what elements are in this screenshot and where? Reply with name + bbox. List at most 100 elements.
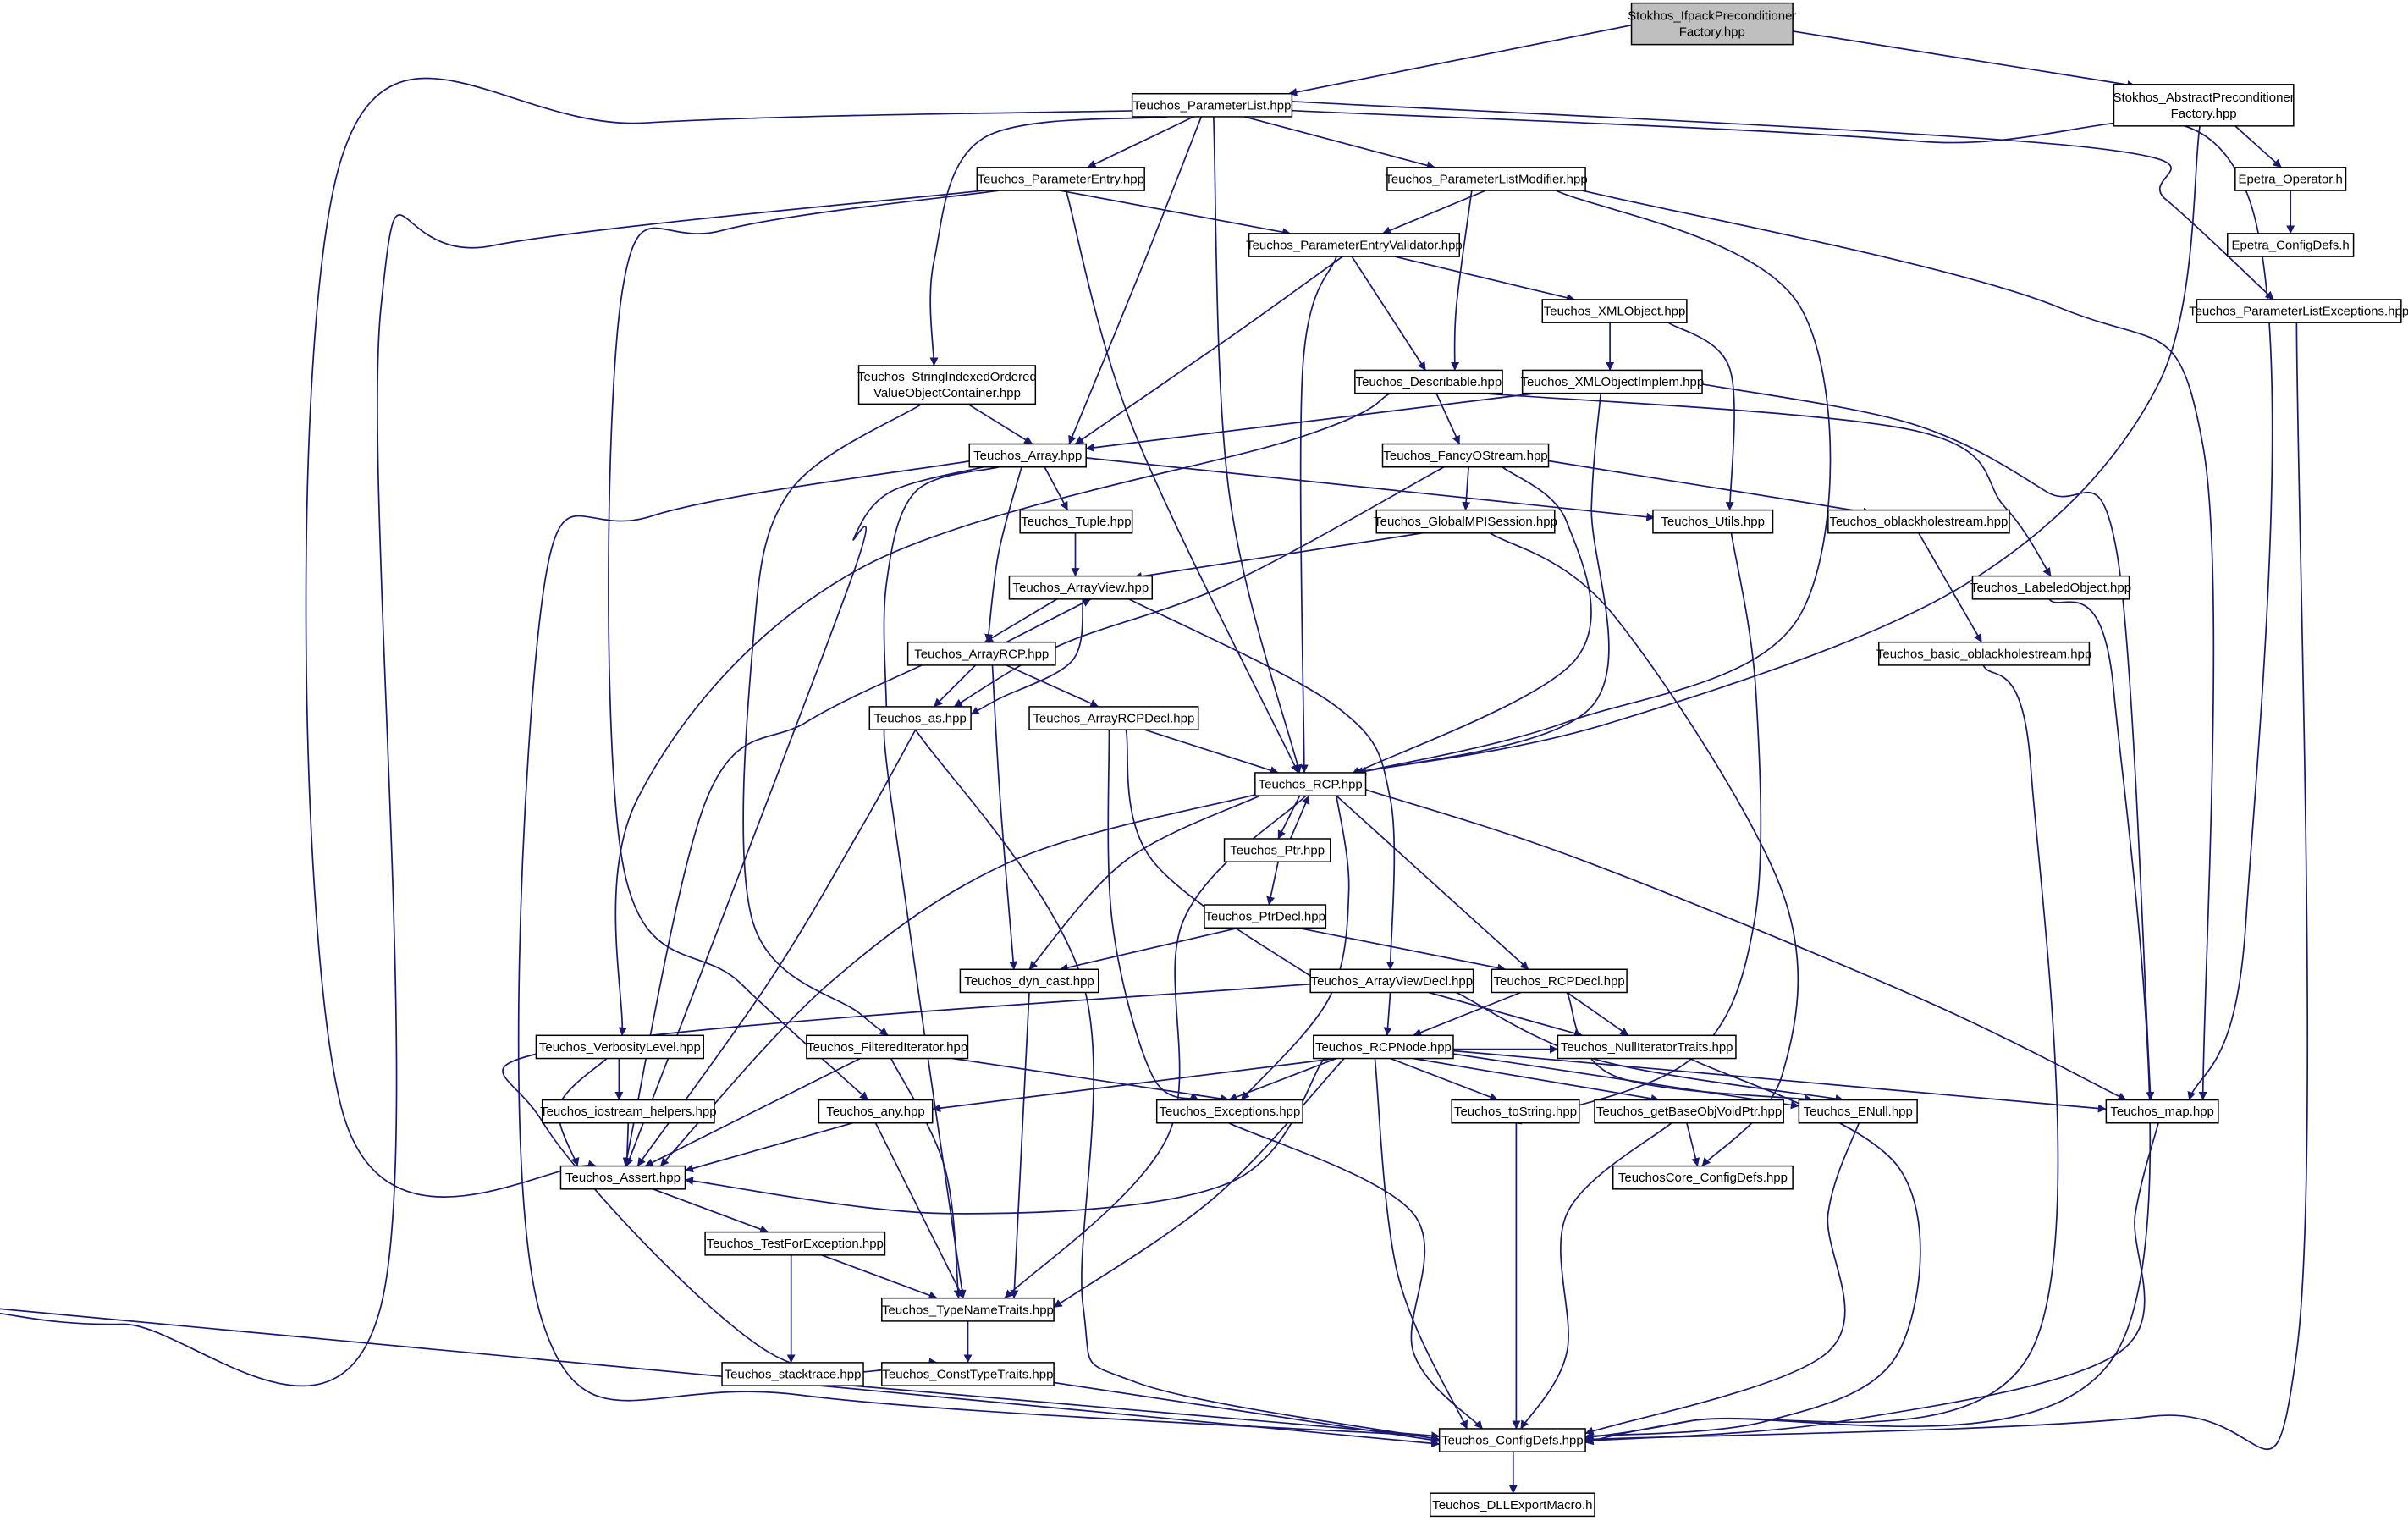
node-plmod[interactable]: Teuchos_ParameterListModifier.hpp (1385, 167, 1588, 191)
node-ctt[interactable]: Teuchos_ConstTypeTraits.hpp (881, 1362, 1055, 1386)
node-xmlimpl[interactable]: Teuchos_XMLObjectImplem.hpp (1520, 369, 1704, 394)
node-utils[interactable]: Teuchos_Utils.hpp (1652, 509, 1774, 534)
node-tnt[interactable]: Teuchos_TypeNameTraits.hpp (881, 1297, 1055, 1322)
node-plist[interactable]: Teuchos_ParameterList.hpp (1131, 92, 1293, 118)
node-arrrcp[interactable]: Teuchos_ArrayRCP.hpp (906, 641, 1056, 666)
node-pev[interactable]: Teuchos_ParameterEntryValidator.hpp (1246, 233, 1463, 257)
node-plexc[interactable]: Teuchos_ParameterListExceptions.hpp (2189, 299, 2408, 323)
node-arrview[interactable]: Teuchos_ArrayView.hpp (1008, 575, 1153, 600)
node-describ[interactable]: Teuchos_Describable.hpp (1354, 369, 1503, 394)
edge-arrrcp-to-assert (622, 664, 923, 1167)
node-ptr[interactable]: Teuchos_Ptr.hpp (1223, 838, 1331, 862)
edge-map-to-cfg (1584, 1122, 2159, 1445)
node-sivovc-label: Teuchos_StringIndexedOrdered (857, 370, 1037, 384)
node-epcfg-label: Epetra_ConfigDefs.h (2232, 238, 2350, 252)
node-map-label: Teuchos_map.hpp (2110, 1105, 2214, 1119)
node-tostr[interactable]: Teuchos_toString.hpp (1451, 1099, 1580, 1124)
node-rcpnode[interactable]: Teuchos_RCPNode.hpp (1313, 1034, 1454, 1060)
edge-arrview-to-avdecl (1128, 598, 1396, 970)
node-ptr-box (1223, 838, 1331, 862)
node-gbovp-label: Teuchos_getBaseObjVoidPtr.hpp (1596, 1105, 1782, 1119)
node-tuple-label: Teuchos_Tuple.hpp (1021, 515, 1131, 529)
edge-ctt-to-cfg (1053, 1381, 1441, 1445)
node-exc[interactable]: Teuchos_Exceptions.hpp (1155, 1099, 1303, 1124)
node-utils-label: Teuchos_Utils.hpp (1661, 515, 1765, 529)
node-rcpdecl[interactable]: Teuchos_RCPDecl.hpp (1491, 968, 1628, 994)
node-rcpdecl-box (1491, 968, 1628, 994)
node-epcfg[interactable]: Epetra_ConfigDefs.h (2227, 233, 2355, 257)
node-sivovc[interactable]: Teuchos_StringIndexedOrderedValueObjectC… (857, 365, 1037, 405)
node-rcpnode-box (1313, 1034, 1454, 1060)
node-tfe[interactable]: Teuchos_TestForException.hpp (704, 1231, 886, 1256)
node-labeled[interactable]: Teuchos_LabeledObject.hpp (1970, 575, 2131, 600)
edge-array-to-arrrcp (984, 466, 1022, 643)
node-basicob[interactable]: Teuchos_basic_oblackholestream.hpp (1876, 641, 2091, 666)
edge-rcp-to-assert (659, 793, 1257, 1167)
node-as[interactable]: Teuchos_as.hpp (868, 706, 972, 730)
node-assert-label: Teuchos_Assert.hpp (565, 1171, 681, 1185)
node-epcfg-box (2227, 233, 2355, 257)
node-absprec[interactable]: Stokhos_AbstractPreconditionerFactory.hp… (2113, 84, 2295, 127)
node-cfg-box (1438, 1428, 1586, 1452)
node-dyncast[interactable]: Teuchos_dyn_cast.hpp (959, 968, 1099, 994)
node-filtit-label: Teuchos_FilteredIterator.hpp (807, 1040, 967, 1055)
node-plist-label: Teuchos_ParameterList.hpp (1133, 98, 1292, 113)
node-arcpdecl[interactable]: Teuchos_ArrayRCPDecl.hpp (1028, 706, 1199, 730)
edge-arrrcp-to-arrview (1006, 598, 1092, 643)
node-root-label: Stokhos_IfpackPreconditioner (1628, 9, 1796, 24)
node-basicob-box (1877, 641, 2091, 666)
node-epop[interactable]: Epetra_Operator.h (2234, 167, 2347, 191)
edge-arrrcp-to-as (933, 664, 977, 708)
node-dll[interactable]: Teuchos_DLLExportMacro.h (1430, 1492, 1595, 1518)
node-rcp[interactable]: Teuchos_RCP.hpp (1254, 772, 1367, 796)
file-nodes: Stokhos_IfpackPreconditionerFactory.hppT… (535, 2, 2408, 1518)
node-nullit[interactable]: Teuchos_NullIteratorTraits.hpp (1557, 1034, 1737, 1060)
edge-utils-to-tostr (1513, 532, 1762, 1125)
edge-array-to-tuple (1044, 466, 1069, 511)
node-avdecl[interactable]: Teuchos_ArrayViewDecl.hpp (1309, 968, 1474, 994)
node-corecfg[interactable]: TeuchosCore_ConfigDefs.hpp (1612, 1165, 1794, 1190)
node-obhole-label: Teuchos_oblackholestream.hpp (1829, 515, 2008, 529)
node-arrview-box (1008, 575, 1153, 600)
node-sivovc-box (857, 365, 1037, 405)
edge-rcpdecl-to-nullit (1566, 991, 1629, 1036)
node-plmod-box (1386, 167, 1586, 191)
node-tuple[interactable]: Teuchos_Tuple.hpp (1019, 509, 1133, 534)
edge-xmlimpl-to-map (1701, 383, 2155, 1100)
node-absprec-box (2113, 84, 2295, 127)
node-cfg[interactable]: Teuchos_ConfigDefs.hpp (1438, 1428, 1586, 1452)
node-gmpi[interactable]: Teuchos_GlobalMPISession.hpp (1374, 509, 1557, 534)
node-gbovp[interactable]: Teuchos_getBaseObjVoidPtr.hpp (1594, 1099, 1784, 1124)
node-ptrdecl[interactable]: Teuchos_PtrDecl.hpp (1204, 904, 1327, 929)
node-filtit[interactable]: Teuchos_FilteredIterator.hpp (806, 1034, 969, 1060)
node-map[interactable]: Teuchos_map.hpp (2105, 1099, 2219, 1124)
node-any-label: Teuchos_any.hpp (826, 1105, 924, 1119)
node-describ-box (1354, 369, 1503, 394)
node-verb[interactable]: Teuchos_VerbosityLevel.hpp (535, 1034, 705, 1060)
node-iohelp[interactable]: Teuchos_iostream_helpers.hpp (540, 1099, 717, 1124)
edge-plmod-to-rcp (1358, 190, 1832, 775)
node-utils-box (1652, 509, 1774, 534)
node-any[interactable]: Teuchos_any.hpp (818, 1099, 934, 1124)
node-xmlobj[interactable]: Teuchos_XMLObject.hpp (1541, 299, 1688, 323)
edge-rcpnode-to-cfg (1374, 1058, 1468, 1430)
node-array[interactable]: Teuchos_Array.hpp (968, 443, 1087, 468)
edge-plmod-to-describ (1451, 190, 1473, 371)
edge-rcpnode-to-exc (1228, 1057, 1337, 1101)
node-assert-box (559, 1165, 686, 1190)
edge-rcpnode-to-any (932, 1057, 1337, 1113)
node-cfg-label: Teuchos_ConfigDefs.hpp (1441, 1434, 1584, 1448)
node-obhole-box (1827, 509, 2010, 534)
node-pentry[interactable]: Teuchos_ParameterEntry.hpp (976, 167, 1145, 191)
node-enull[interactable]: Teuchos_ENull.hpp (1798, 1099, 1918, 1124)
node-assert[interactable]: Teuchos_Assert.hpp (559, 1165, 686, 1190)
edge-gbovp-to-cfg (1520, 1122, 1672, 1430)
node-obhole[interactable]: Teuchos_oblackholestream.hpp (1827, 509, 2010, 534)
node-labeled-box (1971, 575, 2130, 600)
node-array-box (968, 443, 1087, 468)
node-gmpi-label: Teuchos_GlobalMPISession.hpp (1374, 515, 1557, 529)
node-fancy[interactable]: Teuchos_FancyOStream.hpp (1381, 443, 1550, 468)
node-verb-label: Teuchos_VerbosityLevel.hpp (539, 1040, 701, 1055)
node-stack[interactable]: Teuchos_stacktrace.hpp (721, 1362, 864, 1386)
